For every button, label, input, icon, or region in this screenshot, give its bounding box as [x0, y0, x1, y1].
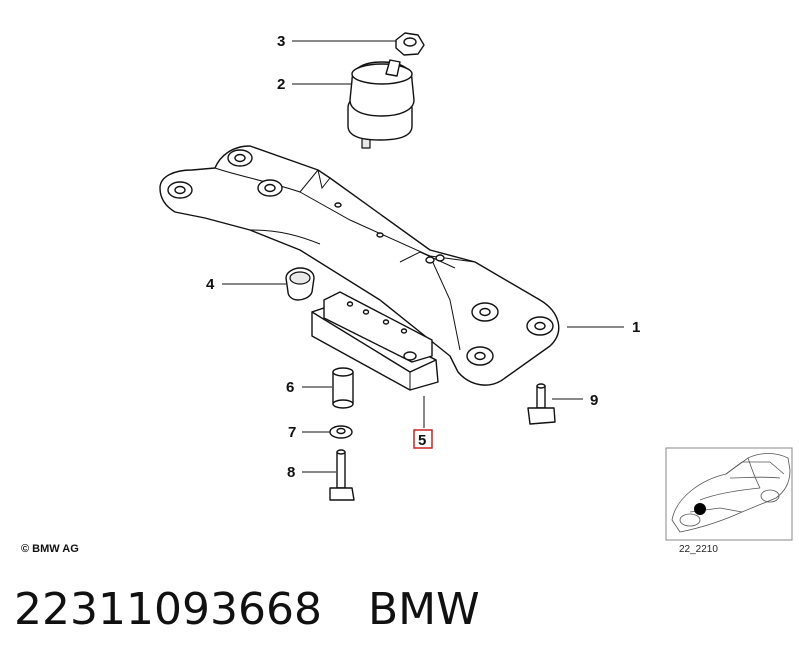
- nut-part-3: [395, 32, 425, 56]
- transmission-mount-part: [347, 59, 415, 149]
- callout-1: 1: [632, 319, 640, 336]
- callout-8: 8: [287, 464, 295, 481]
- callout-9: 9: [590, 392, 598, 409]
- callout-3: 3: [277, 33, 285, 50]
- part-number-caption: 22311093668 BMW: [14, 584, 480, 635]
- sleeve-part-6: [332, 367, 354, 409]
- callout-5: 5: [418, 432, 426, 449]
- bracket-part-5: [311, 291, 439, 391]
- bump-stop-part-4: [285, 267, 315, 301]
- brand-name: BMW: [367, 584, 480, 635]
- part-number: 22311093668: [14, 584, 322, 635]
- bolt-part-9: [527, 383, 556, 425]
- washer-part-7: [329, 425, 353, 439]
- callout-5-highlight: [413, 429, 433, 449]
- location-dot: [694, 503, 706, 515]
- vehicle-location-thumbnail: [665, 447, 793, 541]
- callout-7: 7: [288, 424, 296, 441]
- reference-code: 22_2210: [679, 544, 718, 555]
- callout-4: 4: [206, 276, 215, 293]
- callout-2: 2: [277, 76, 285, 93]
- callout-6: 6: [286, 379, 294, 396]
- crossmember-part: [159, 145, 560, 386]
- bolt-part-8: [329, 449, 355, 501]
- copyright-text: © BMW AG: [21, 543, 79, 555]
